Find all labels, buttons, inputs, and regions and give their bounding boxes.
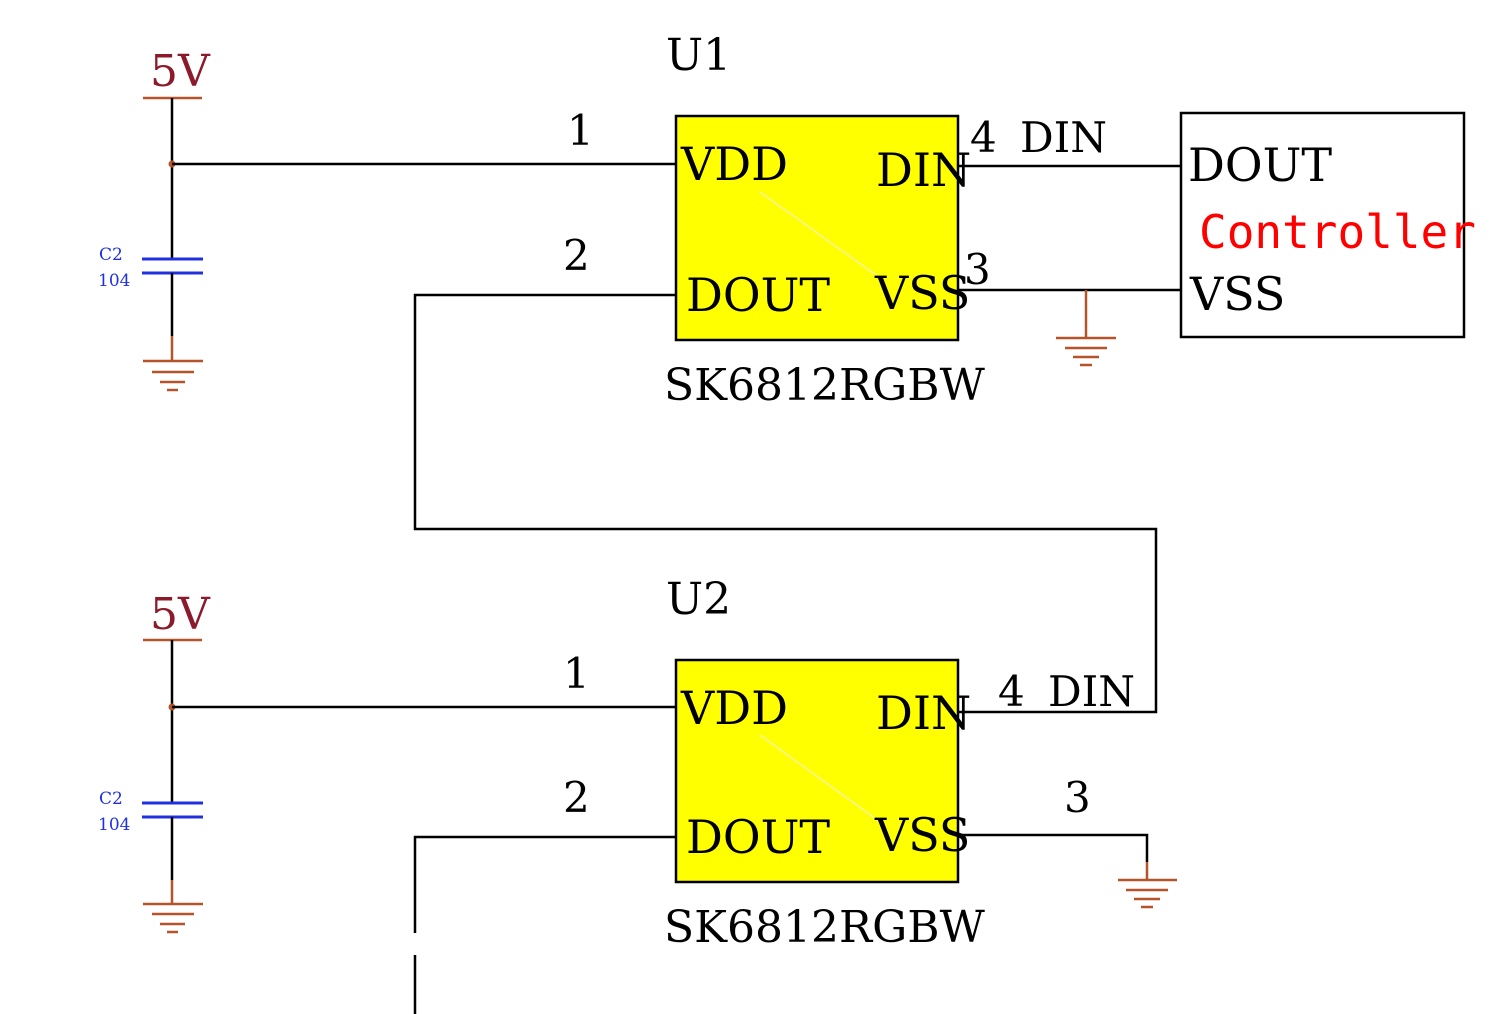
chip-part-number: SK6812RGBW	[664, 360, 986, 411]
ground-icon	[1056, 336, 1116, 367]
power-rail-1: 5V C2 104	[98, 46, 211, 392]
capacitor-ref: C2	[99, 245, 123, 265]
pin-name-vss: VSS	[874, 808, 970, 862]
wire-vss-u2	[958, 833, 1149, 862]
chip-body	[674, 658, 960, 884]
pin-name-din: DIN	[876, 143, 971, 197]
ground-icon	[143, 902, 203, 934]
chip-part-number: SK6812RGBW	[664, 902, 986, 953]
pin-number-din: 4	[998, 667, 1025, 716]
pin-number-vss: 3	[1064, 773, 1091, 822]
controller-pin-vss: VSS	[1189, 267, 1285, 321]
capacitor-value: 104	[98, 271, 130, 291]
pin-number-dout: 2	[563, 773, 590, 822]
chip-diagonal	[759, 191, 881, 279]
wire-u2-dout	[413, 835, 676, 933]
controller-body	[1179, 111, 1466, 339]
pin-name-vdd: VDD	[680, 681, 788, 735]
chip-ref: U2	[666, 574, 731, 625]
controller-pin-dout: DOUT	[1188, 138, 1332, 192]
pin-number-dout: 2	[563, 231, 590, 280]
power-rail-2: 5V C2 104	[98, 589, 211, 934]
chip-u1[interactable]: U1 VDD DIN DOUT VSS SK6812RGBW	[664, 30, 986, 411]
pin-name-dout: DOUT	[686, 268, 830, 322]
capacitor-value: 104	[98, 815, 130, 835]
pin-number-vdd: 1	[567, 106, 594, 155]
power-label: 5V	[150, 46, 211, 97]
net-label-din: DIN	[1048, 667, 1135, 716]
chip-diagonal	[759, 734, 881, 823]
capacitor-ref: C2	[99, 789, 123, 809]
pin-name-din: DIN	[876, 686, 971, 740]
pin-number-vdd: 1	[563, 649, 590, 698]
wire-u1-dout-to-u2-din	[413, 293, 1158, 714]
controller-label: Controller	[1199, 205, 1476, 259]
net-label-din: DIN	[1020, 113, 1107, 162]
ground-icon	[1118, 878, 1177, 909]
pin-number-vss: 3	[964, 245, 991, 294]
pin-name-dout: DOUT	[686, 810, 830, 864]
chip-u2[interactable]: U2 VDD DIN DOUT VSS SK6812RGBW	[664, 574, 986, 953]
pin-name-vss: VSS	[874, 266, 970, 320]
controller-block[interactable]: DOUT Controller VSS	[1179, 111, 1476, 339]
power-label: 5V	[150, 589, 211, 640]
chip-ref: U1	[666, 30, 731, 81]
ground-icon	[143, 359, 203, 392]
pin-number-din: 4	[970, 113, 997, 162]
chip-body	[674, 114, 960, 342]
pin-name-vdd: VDD	[680, 137, 788, 191]
